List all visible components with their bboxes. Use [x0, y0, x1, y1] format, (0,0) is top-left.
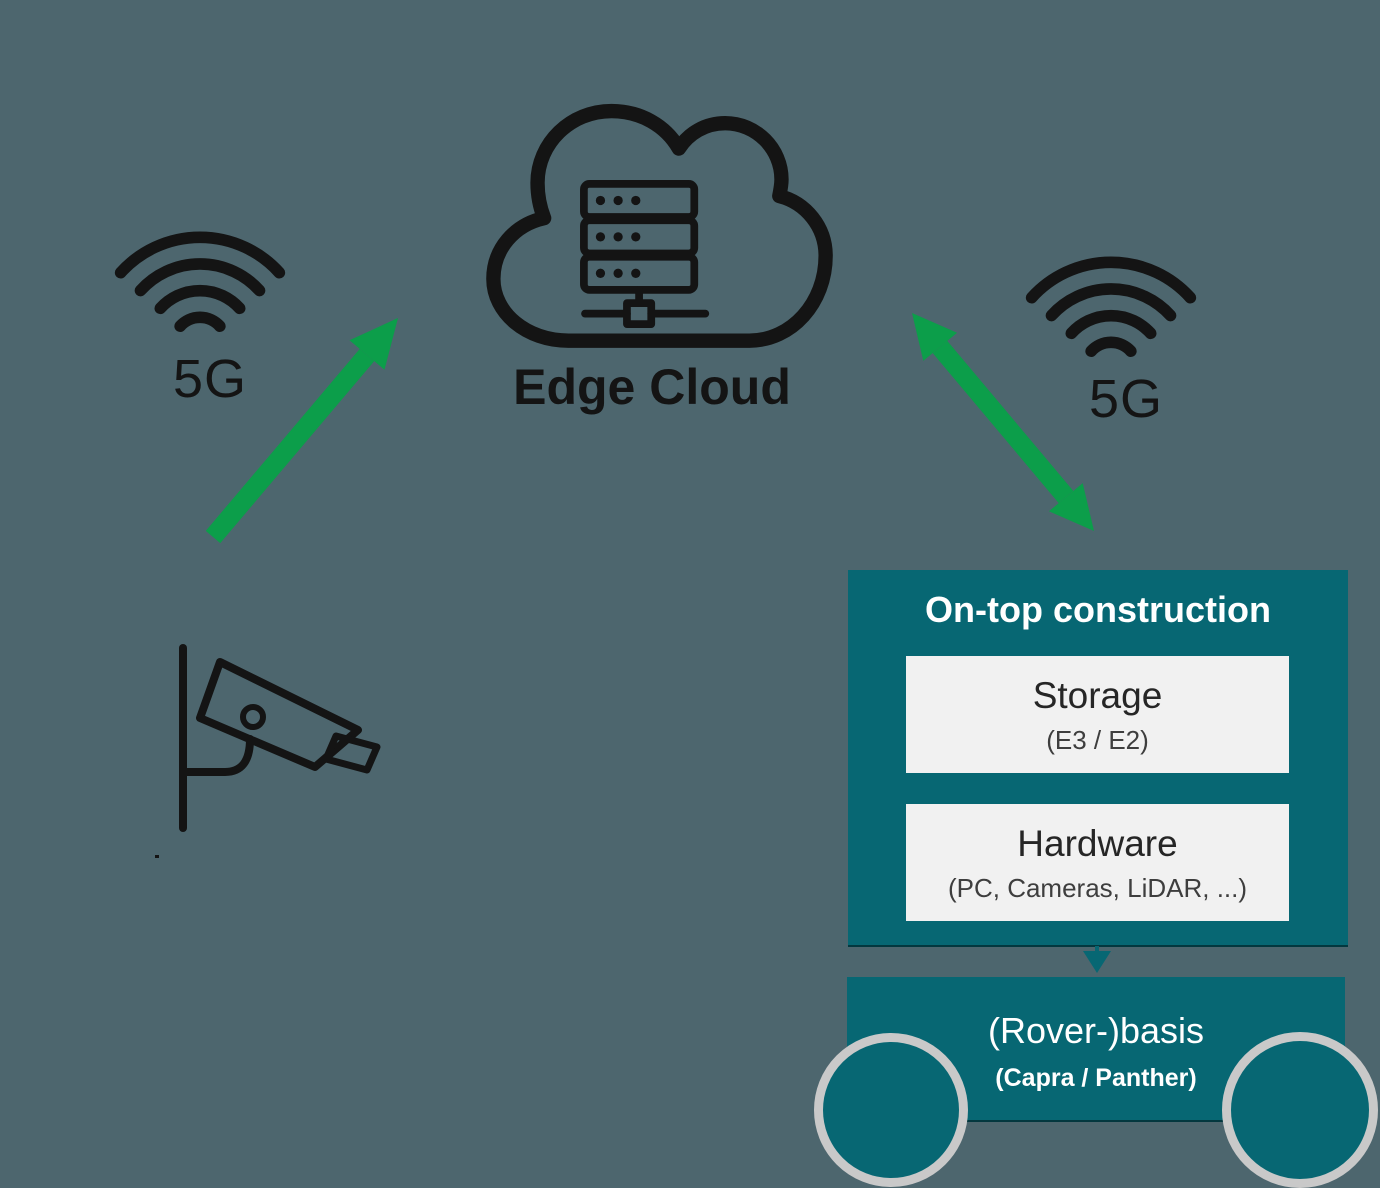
cctv-camera-icon: [179, 644, 381, 832]
storage-title: Storage: [1032, 674, 1163, 716]
right-5g-label: 5G: [1088, 369, 1164, 429]
arrow-double-diagonal-icon: [912, 313, 1094, 531]
arrow-down-icon: [1083, 946, 1111, 973]
storage-subtitle: (E3 / E2): [1046, 724, 1149, 755]
left-5g-label: 5G: [172, 349, 248, 409]
rover-basis-subtitle: (Capra / Panther): [995, 1064, 1197, 1092]
storage-panel: Storage (E3 / E2): [906, 656, 1289, 773]
edge-cloud-label: Edge Cloud: [513, 359, 791, 415]
wifi-5g-icon: [1025, 256, 1197, 357]
arrow-up-right-icon: [205, 318, 398, 544]
wifi-5g-icon: [114, 231, 286, 332]
stray-dot: [155, 855, 159, 858]
hardware-subtitle: (PC, Cameras, LiDAR, ...): [947, 872, 1248, 903]
right-wheel-circle: [1222, 1032, 1378, 1188]
cloud-server-icon: [486, 103, 833, 348]
on-top-construction-title: On-top construction: [925, 589, 1271, 630]
hardware-panel: Hardware (PC, Cameras, LiDAR, ...): [906, 804, 1289, 921]
left-wheel-circle: [814, 1033, 968, 1187]
hardware-title: Hardware: [1017, 822, 1178, 864]
rover-basis-title: (Rover-)basis: [987, 1010, 1205, 1051]
on-top-construction-box: On-top construction Storage (E3 / E2) Ha…: [848, 570, 1348, 947]
